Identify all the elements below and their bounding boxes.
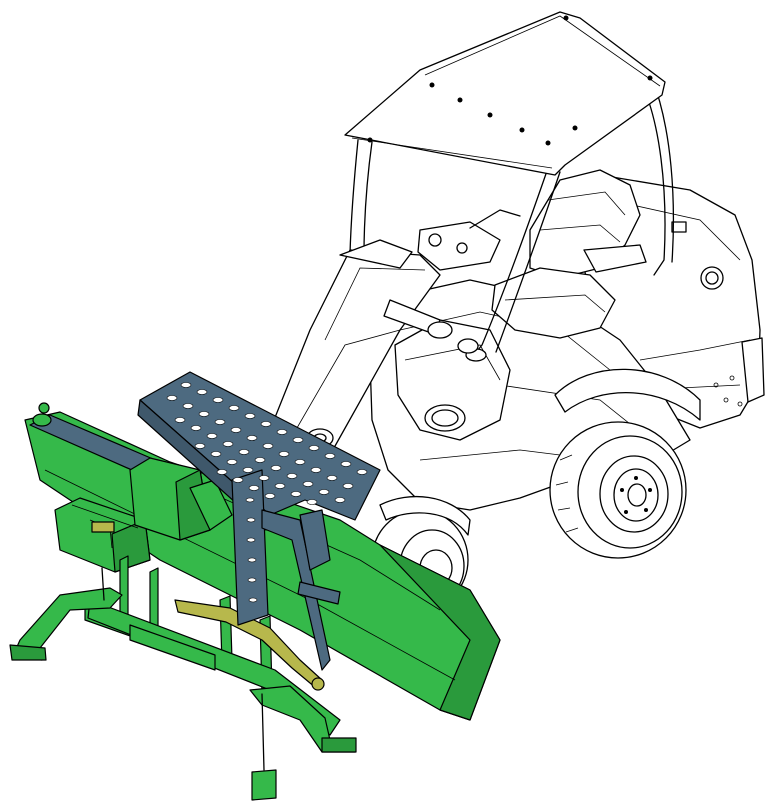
cage-perforations [166, 382, 368, 505]
vent-slot [671, 221, 687, 233]
jack-foot [251, 769, 277, 801]
cage-latch [297, 581, 341, 605]
front-fender [379, 495, 471, 536]
cage-arm [261, 509, 331, 671]
rear-light [741, 337, 765, 403]
rear-fender [554, 368, 701, 421]
seat-cushion [491, 267, 616, 339]
armrest [583, 244, 647, 273]
perforated-cage [137, 371, 381, 671]
valve-block [91, 521, 115, 533]
cage-side-panel [231, 469, 269, 626]
roof-canopy [344, 11, 666, 176]
stand-frame [84, 555, 341, 736]
compact-loader [269, 11, 765, 611]
rear-wheel [549, 421, 687, 559]
